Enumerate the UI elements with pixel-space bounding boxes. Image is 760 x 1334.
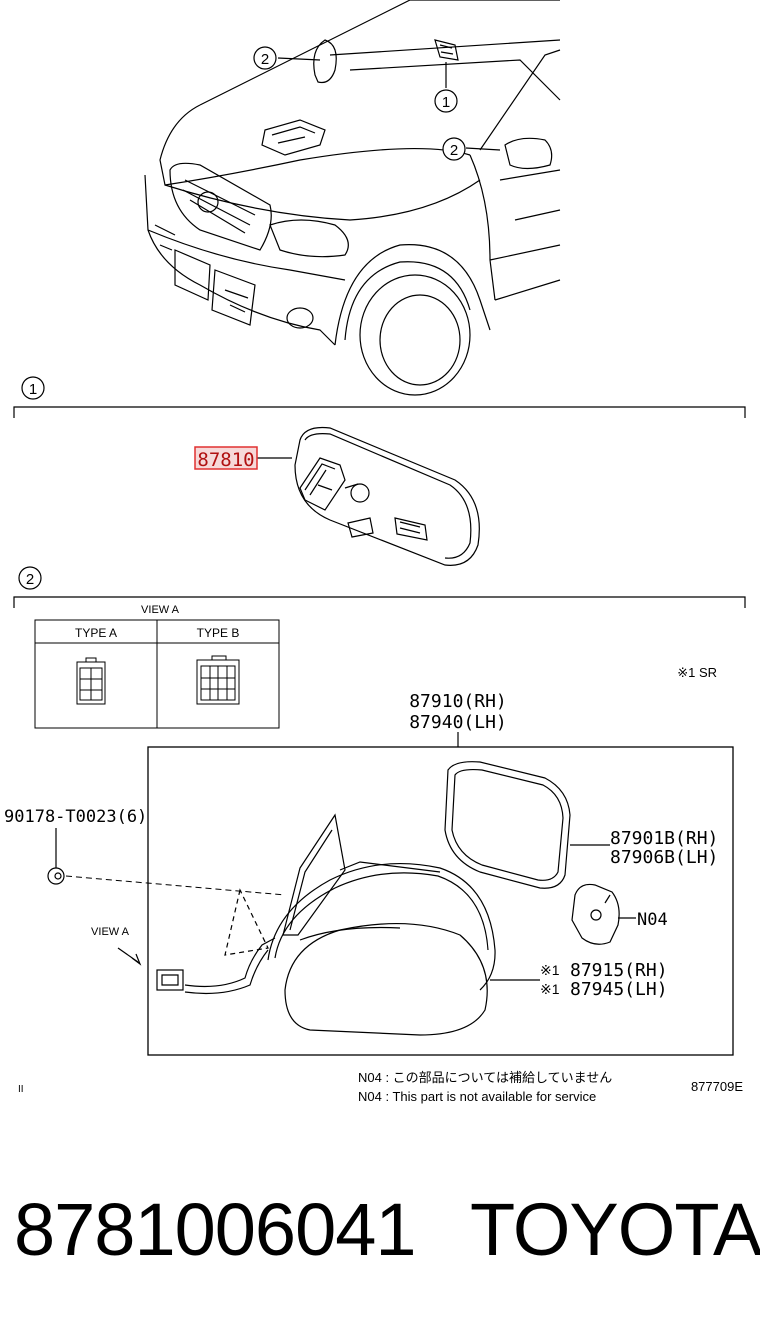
- part-87910-label[interactable]: 87910(RH): [409, 691, 507, 712]
- type-a-label: TYPE A: [75, 626, 117, 640]
- svg-text:1: 1: [442, 94, 450, 111]
- sr-note: ※1 SR: [677, 665, 717, 680]
- callout-2-hood: 2: [253, 46, 277, 70]
- part-87810-highlight[interactable]: [194, 446, 258, 470]
- callout-1-inner-mirror: 1: [434, 89, 458, 113]
- bolt-drawing: [47, 867, 65, 885]
- section-2: 2 VIEW A TYPE A TYPE B ※1 SR 87910(RH) 8…: [4, 566, 746, 1056]
- footer: 8781006041 TOYOTA: [0, 1180, 760, 1290]
- view-a-arrow-label: VIEW A: [91, 926, 130, 938]
- section-1: 1 87810: [13, 376, 746, 566]
- part-87810-label[interactable]: 87810: [197, 449, 254, 471]
- diagram-code: 877709E: [691, 1079, 743, 1094]
- view-a-arrow-icon: [117, 947, 142, 966]
- outer-mirror-drawing: [156, 761, 620, 1036]
- callout-2-door: 2: [442, 137, 466, 161]
- note-n04-en: N04 : This part is not available for ser…: [358, 1089, 596, 1104]
- svg-text:2: 2: [26, 571, 34, 588]
- view-a-title: VIEW A: [141, 604, 180, 616]
- note-n04-jp: N04 : この部品については補給していません: [358, 1070, 612, 1085]
- svg-text:2: 2: [450, 142, 458, 159]
- brand-name: TOYOTA: [470, 1188, 760, 1271]
- part-87915-label[interactable]: 87915(RH): [570, 960, 668, 981]
- part-90178-label[interactable]: 90178-T0023(6): [4, 807, 147, 827]
- svg-text:2: 2: [261, 51, 269, 68]
- part-87940-label[interactable]: 87940(LH): [409, 712, 507, 733]
- part-87945-label[interactable]: 87945(LH): [570, 979, 668, 1000]
- part-87901b-label[interactable]: 87901B(RH): [610, 828, 718, 849]
- type-b-label: TYPE B: [197, 626, 240, 640]
- n04-label: N04: [637, 910, 668, 930]
- parts-diagram: 2 1 2 1 87810 2: [4, 0, 746, 1104]
- inner-mirror-drawing: [294, 426, 480, 566]
- part-87906b-label[interactable]: 87906B(LH): [610, 847, 718, 868]
- part-number: 8781006041: [14, 1188, 417, 1271]
- sr-mark-2: ※1: [540, 981, 560, 997]
- svg-text:1: 1: [29, 381, 37, 398]
- mirror-assembly-frame: [147, 746, 734, 1056]
- type-table: [34, 619, 280, 729]
- vehicle-illustration: [144, 0, 561, 396]
- sr-mark-1: ※1: [540, 962, 560, 978]
- corner-mark: II: [18, 1084, 24, 1095]
